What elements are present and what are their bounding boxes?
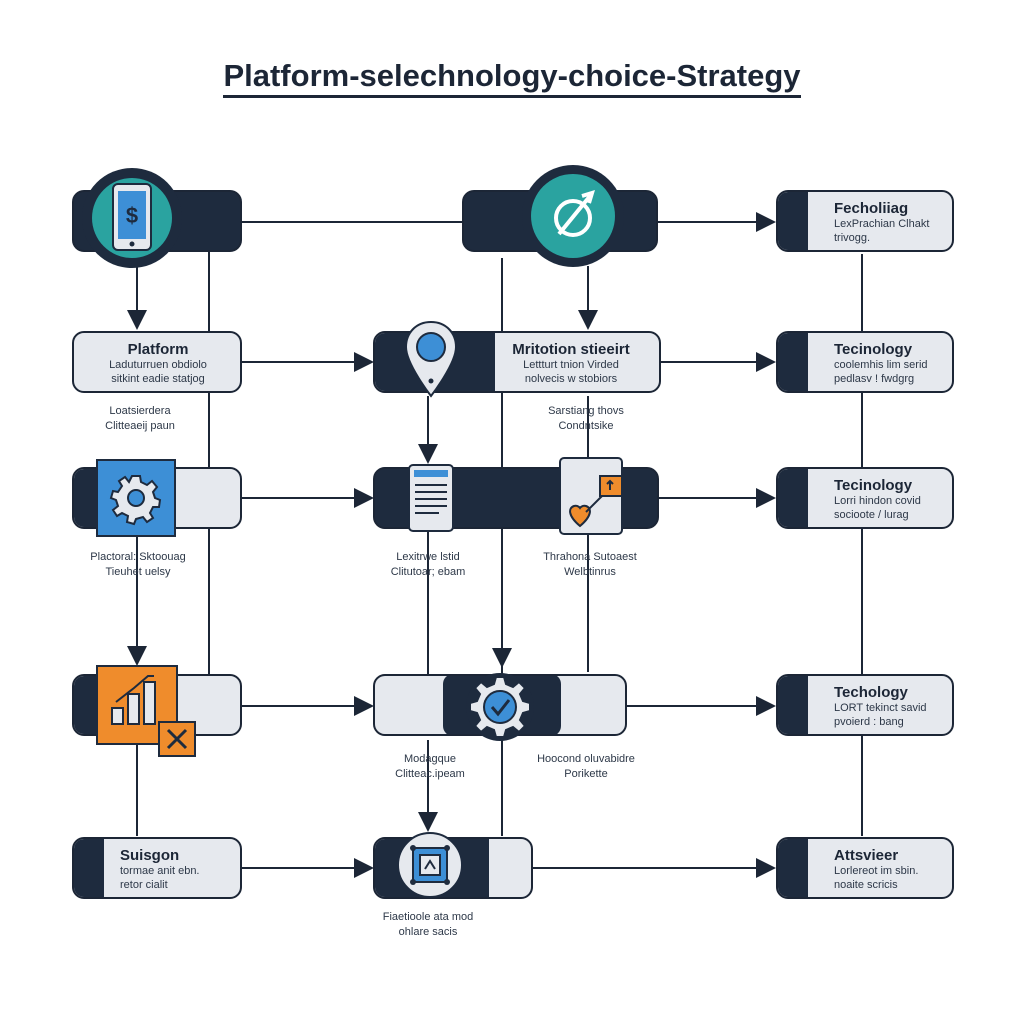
node-r4c3[interactable]: Techology LORT tekinct savid pvoierd : b… — [776, 674, 954, 736]
bar-chart-icon — [96, 664, 198, 760]
node-line: coolemhis lim serid — [834, 359, 928, 371]
node-line: Lettturt tnion Virded — [523, 359, 619, 371]
node-r5c3[interactable]: Attsvieer Lorlereot im sbin. noaite scri… — [776, 837, 954, 899]
node-r2c3[interactable]: Tecinology coolemhis lim serid pedlasv !… — [776, 331, 954, 393]
node-line: Lorlereot im sbin. — [834, 865, 919, 877]
node-line: tormae anit ebn. — [120, 865, 200, 877]
node-line: noaite scricis — [834, 879, 898, 891]
node-r5c1[interactable]: Suisgon tormae anit ebn. retor cialit — [72, 837, 242, 899]
strategy-target-icon — [520, 163, 626, 269]
node-line: sitkint eadie statjog — [111, 373, 205, 385]
document-icon — [407, 463, 455, 533]
node-line: Lorri hindon covid — [834, 495, 921, 507]
node-line: LexPrachian Clhakt — [834, 218, 930, 230]
map-pin-icon — [404, 320, 458, 398]
node-r1c3[interactable]: Fecholiiag LexPrachian Clhakt trivogg. — [776, 190, 954, 252]
svg-text:$: $ — [126, 203, 138, 228]
node-line: Laduturruen obdiolo — [109, 359, 207, 371]
node-line: pedlasv ! fwdgrg — [834, 373, 915, 385]
gear-check-icon — [460, 667, 540, 747]
mobile-dollar-icon: $ — [80, 166, 184, 270]
node-line: trivogg. — [834, 232, 871, 244]
node-line: LORT tekinct savid — [834, 702, 927, 714]
node-title: Suisgon — [120, 847, 180, 864]
heart-check-icon — [558, 456, 624, 536]
node-line: pvoierd : bang — [834, 716, 904, 728]
node-line: socioote / lurag — [834, 509, 909, 521]
node-r3c3[interactable]: Tecinology Lorri hindon covid socioote /… — [776, 467, 954, 529]
node-title: Fecholiiag — [834, 200, 909, 217]
node-r2c1[interactable]: Platform Laduturruen obdiolo sitkint ead… — [72, 331, 242, 393]
processor-icon — [396, 831, 464, 899]
node-title: Platform — [127, 341, 189, 358]
node-title: Tecinology — [834, 477, 913, 494]
node-title: Mritotion stieeirt — [512, 341, 630, 358]
node-title: Attsvieer — [834, 847, 899, 864]
node-title: Techology — [834, 684, 908, 701]
node-title: Tecinology — [834, 341, 913, 358]
node-line: nolvecis w stobiors — [524, 373, 618, 385]
diagram-title: Platform-selechnology-choice-Strategy — [0, 58, 1024, 98]
node-line: retor cialit — [120, 879, 168, 891]
gear-icon — [96, 459, 176, 537]
